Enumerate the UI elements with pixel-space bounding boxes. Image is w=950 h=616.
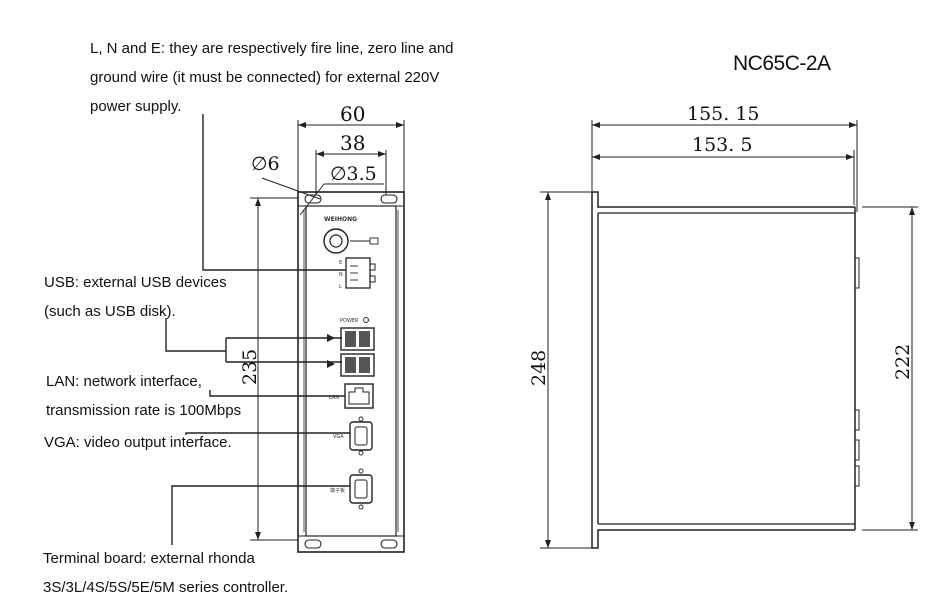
dim-hole-large: ∅6 <box>251 153 280 175</box>
dim-depth-inner: 153. 5 <box>692 134 752 156</box>
power-note-line: L, N and E: they are respectively fire l… <box>90 40 454 57</box>
dim-height-inner: 222 <box>892 344 914 380</box>
dim-width-outer: 60 <box>340 102 365 126</box>
lan-note: LAN: network interface, transmission rat… <box>46 367 241 425</box>
usb-note-line: (such as USB disk). <box>44 303 176 320</box>
terminal-note-line: 3S/3L/4S/5S/5E/5M series controller. <box>43 579 289 596</box>
front-view <box>250 120 405 553</box>
dim-height-outer: 248 <box>528 350 550 386</box>
dim-height: 235 <box>239 349 261 385</box>
vga-port-label: VGA <box>333 434 344 440</box>
power-note-line: ground wire (it must be connected) for e… <box>90 69 440 86</box>
dim-hole-small: ∅3.5 <box>330 163 377 185</box>
power-label-n: N <box>339 272 343 278</box>
power-note: L, N and E: they are respectively fire l… <box>90 34 454 121</box>
terminal-port-label: 端子板 <box>330 487 345 494</box>
vga-note: VGA: video output interface. <box>44 428 232 457</box>
vga-note-line: VGA: video output interface. <box>44 434 232 451</box>
terminal-note: Terminal board: external rhonda 3S/3L/4S… <box>43 544 288 602</box>
power-label-e: E <box>339 260 342 266</box>
dim-width-inner: 38 <box>340 131 365 155</box>
power-note-line: power supply. <box>90 98 182 115</box>
brand-label: WEIHONG <box>324 216 357 223</box>
terminal-note-line: Terminal board: external rhonda <box>43 550 255 567</box>
power-label-l: L <box>339 284 342 290</box>
side-view <box>540 120 918 549</box>
usb-note-line: USB: external USB devices <box>44 274 227 291</box>
callout-leaders <box>165 114 350 545</box>
power-led-label: POWER <box>340 318 359 324</box>
model-title: NC65C-2A <box>733 52 831 75</box>
dim-depth-outer: 155. 15 <box>687 103 760 125</box>
lan-note-line: transmission rate is 100Mbps <box>46 402 242 419</box>
lan-port-label: LAN <box>329 395 339 401</box>
lan-note-line: LAN: network interface, <box>46 373 202 390</box>
usb-note: USB: external USB devices (such as USB d… <box>44 268 227 326</box>
